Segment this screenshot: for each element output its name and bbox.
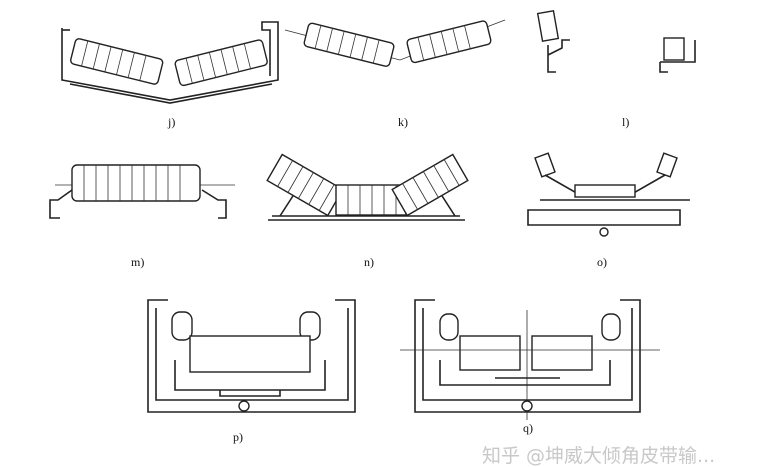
idler-j-drawing (61, 21, 279, 104)
idler-m-drawing (49, 164, 235, 219)
label-p: p) (233, 430, 243, 444)
label-j: j) (167, 115, 175, 129)
idler-q-drawing (400, 299, 660, 420)
idler-k-drawing (284, 19, 506, 67)
label-o: o) (597, 255, 607, 269)
idler-n-drawing (266, 153, 469, 221)
label-l: l) (622, 115, 629, 129)
label-k: k) (398, 115, 408, 129)
watermark-text: 知乎 @坤威大倾角皮带输... (482, 445, 715, 467)
label-m: m) (131, 255, 144, 269)
label-q: q) (523, 421, 533, 435)
label-n: n) (364, 255, 374, 269)
idler-p-drawing (147, 299, 356, 413)
idler-o-drawing (527, 152, 690, 237)
idler-l-drawing (536, 10, 696, 73)
